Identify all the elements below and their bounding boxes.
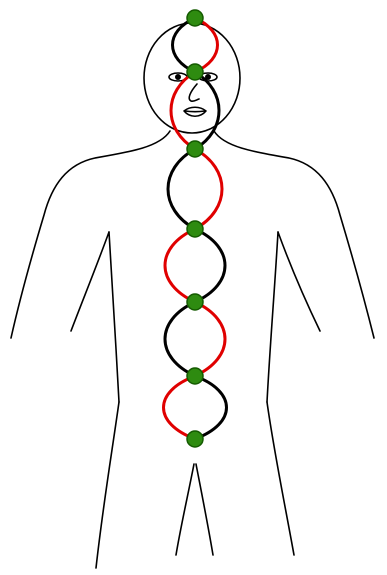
solar-plexus-node — [187, 294, 203, 310]
third-eye-node — [187, 64, 203, 80]
heart-node — [187, 221, 203, 237]
crown-node — [187, 10, 203, 26]
throat-node — [187, 141, 203, 157]
sacral-node — [187, 368, 203, 384]
chakra-nodes — [187, 10, 203, 447]
root-node — [187, 431, 203, 447]
